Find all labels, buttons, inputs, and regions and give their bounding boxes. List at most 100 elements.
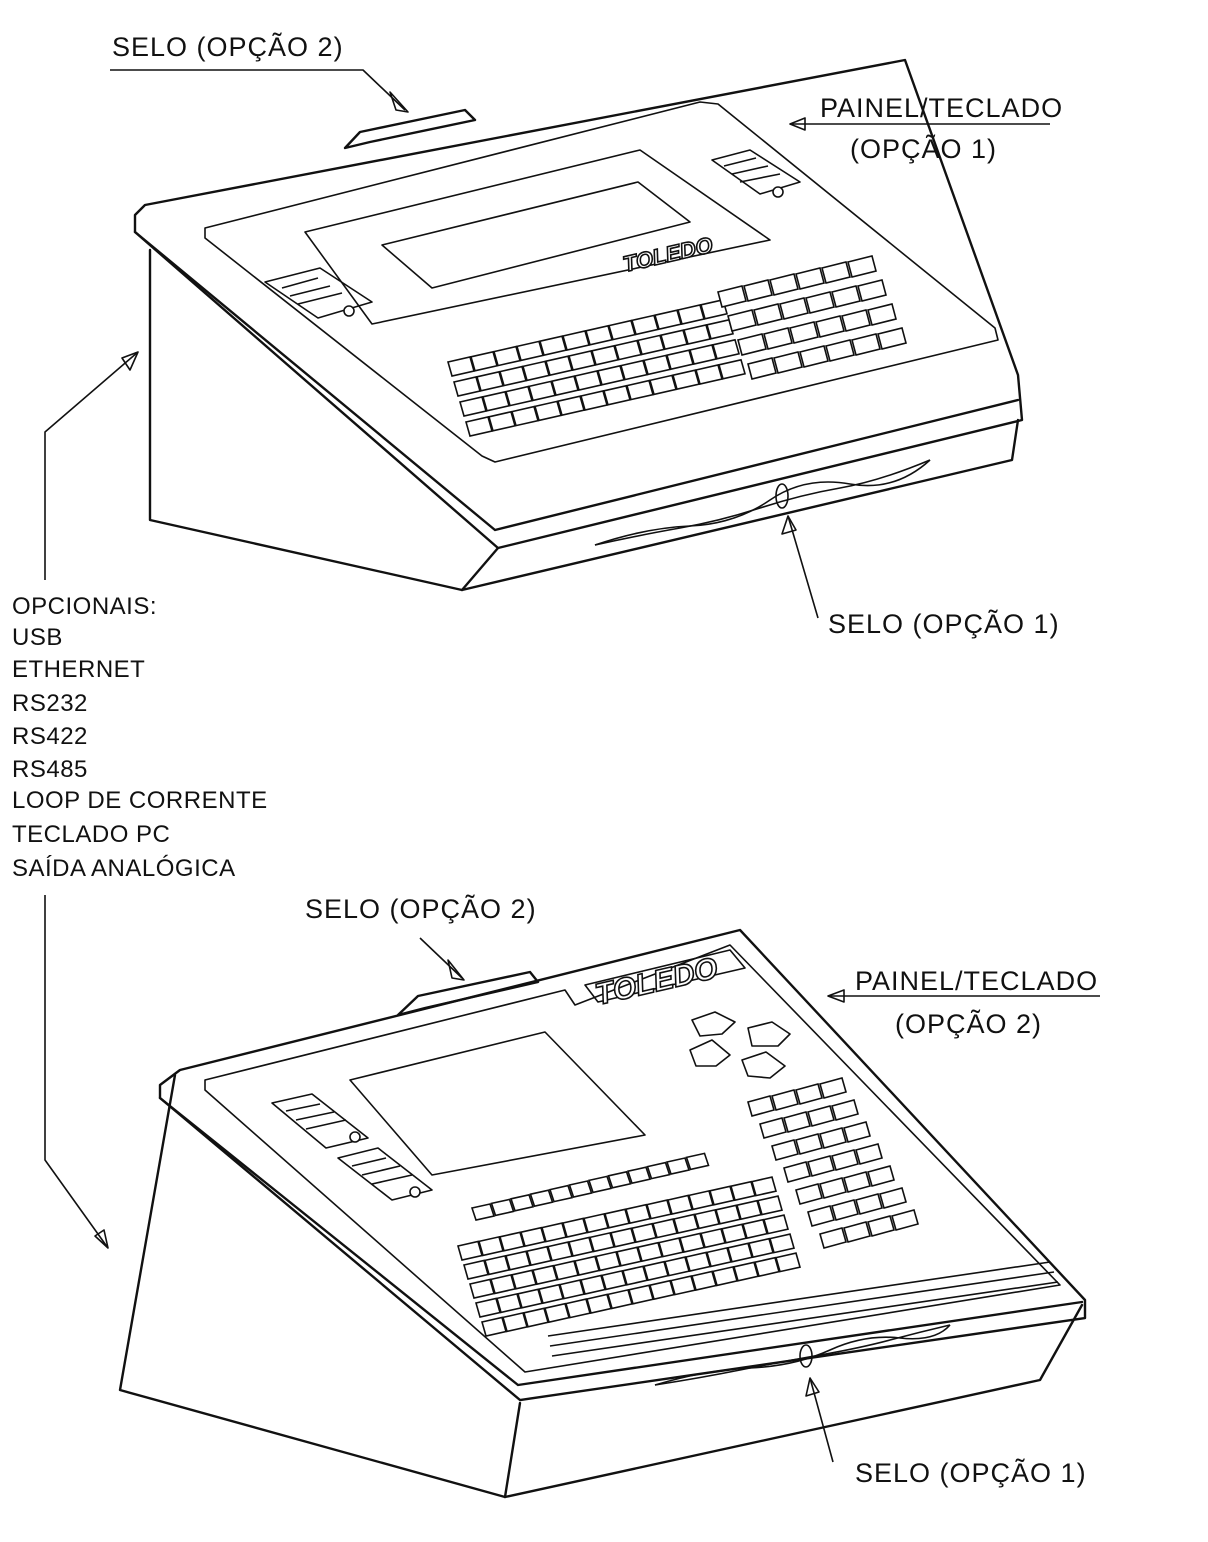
keyboard-key bbox=[573, 1255, 601, 1276]
optionals-item: ETHERNET bbox=[12, 656, 145, 683]
keyboard-key bbox=[831, 1199, 859, 1221]
keyboard-key bbox=[805, 291, 835, 314]
keyboard-key bbox=[663, 1256, 691, 1277]
keyboard-key bbox=[648, 374, 678, 396]
keyboard-key bbox=[556, 395, 586, 417]
keyboard-key bbox=[538, 335, 568, 357]
optionals-item: RS485 bbox=[12, 756, 88, 783]
terminal-top-panel bbox=[204, 101, 999, 463]
keyboard-key bbox=[573, 370, 603, 391]
keyboard-key bbox=[831, 1099, 859, 1121]
keyboard-key bbox=[558, 1279, 586, 1300]
keyboard-key bbox=[685, 1152, 710, 1171]
callout-arrowhead bbox=[805, 1377, 820, 1397]
keyboard-key bbox=[587, 1175, 613, 1194]
keyboard-key bbox=[711, 338, 741, 360]
keyboard-key bbox=[714, 1204, 742, 1225]
keyboard-key bbox=[510, 405, 540, 427]
keyboard-key bbox=[819, 1227, 847, 1249]
keyboard-key bbox=[603, 1208, 631, 1229]
keyboard-key bbox=[807, 1105, 835, 1127]
keyboard-key bbox=[567, 1236, 595, 1257]
keyboard-key bbox=[529, 1189, 554, 1208]
terminal-bottom-panel bbox=[204, 944, 1061, 1373]
keyboard-key bbox=[480, 1316, 508, 1337]
optionals-title: OPCIONAIS: bbox=[12, 593, 157, 620]
terminal-top-keyboard bbox=[446, 255, 907, 437]
keyboard-key bbox=[821, 261, 851, 284]
terminal-top-housing-bottom bbox=[460, 418, 1020, 592]
optionals-item: RS232 bbox=[12, 690, 88, 717]
keyboard-key bbox=[819, 1127, 847, 1149]
callout-arrowhead bbox=[94, 1229, 109, 1249]
keyboard-key bbox=[548, 1184, 574, 1203]
keyboard-key bbox=[771, 1139, 799, 1161]
keyboard-key bbox=[735, 1199, 763, 1221]
keyboard-key bbox=[682, 324, 712, 345]
keyboard-key bbox=[584, 324, 614, 346]
keyboard-key bbox=[867, 1215, 895, 1237]
terminal-bottom-front-stripes bbox=[547, 1261, 1059, 1357]
keyboard-key bbox=[504, 385, 534, 407]
keyboard-key bbox=[743, 279, 773, 302]
keyboard-key bbox=[855, 1193, 883, 1215]
keyboard-key bbox=[756, 1195, 784, 1216]
keyboard-key bbox=[705, 1246, 733, 1268]
keyboard-key bbox=[510, 1269, 538, 1290]
keyboard-key bbox=[498, 365, 528, 387]
terminal-bottom-display bbox=[349, 1031, 646, 1176]
keyboard-key bbox=[843, 1121, 871, 1143]
keyboard-key bbox=[561, 330, 591, 351]
terminal-top-seal-opcao2 bbox=[343, 108, 477, 150]
keyboard-key bbox=[487, 410, 517, 432]
keyboard-key bbox=[522, 1307, 550, 1328]
keyboard-key bbox=[474, 1297, 502, 1318]
keyboard-key bbox=[783, 1111, 811, 1133]
terminal-top-housing-left bbox=[148, 248, 500, 592]
keyboard-key bbox=[732, 1261, 760, 1282]
keyboard-key bbox=[851, 333, 881, 356]
optionals-item: RS422 bbox=[12, 723, 88, 750]
keyboard-key bbox=[789, 321, 819, 344]
label-painel-teclado-bottom: PAINEL/TECLADO bbox=[855, 966, 1098, 996]
keyboard-key bbox=[671, 369, 701, 391]
keyboard-key bbox=[624, 1203, 652, 1225]
keyboard-key bbox=[607, 319, 637, 341]
terminal-bottom: TOLEDO bbox=[118, 928, 1087, 1499]
keyboard-key bbox=[847, 255, 877, 278]
keyboard-key bbox=[891, 1209, 919, 1231]
keyboard-key bbox=[855, 1143, 883, 1165]
terminal-bottom-seal-lead bbox=[799, 1344, 813, 1368]
terminal-bottom-brand-bezel bbox=[584, 949, 746, 1003]
keyboard-key bbox=[636, 1241, 664, 1263]
keyboard-key bbox=[550, 375, 580, 397]
keyboard-key bbox=[705, 318, 735, 340]
keyboard-key bbox=[857, 279, 887, 302]
keyboard-key bbox=[585, 1293, 613, 1314]
keyboard-key bbox=[665, 1157, 691, 1175]
keyboard-key bbox=[672, 1213, 700, 1234]
terminal-top-face bbox=[133, 58, 1024, 550]
callout-lines bbox=[44, 69, 1100, 1463]
keyboard-key bbox=[531, 1264, 559, 1286]
keyboard-key bbox=[807, 1205, 835, 1227]
keyboard-key bbox=[489, 1273, 517, 1295]
keyboard-key bbox=[501, 1311, 529, 1333]
keyboard-key bbox=[795, 1133, 823, 1155]
callout-selo-opcao1-bottom bbox=[809, 1377, 834, 1463]
terminal-top-front-edge bbox=[133, 230, 1020, 532]
keyboard-key bbox=[774, 1252, 802, 1273]
keyboard-key bbox=[515, 340, 545, 362]
optionals-item: USB bbox=[12, 624, 63, 651]
keyboard-key bbox=[588, 1231, 616, 1253]
keyboard-key bbox=[763, 327, 793, 350]
labels: SELO (OPÇÃO 2) PAINEL/TECLADO (OPÇÃO 1) … bbox=[12, 31, 1098, 1488]
keyboard-key bbox=[843, 1171, 871, 1193]
keyboard-key bbox=[516, 1288, 544, 1309]
keyboard-key bbox=[483, 1254, 511, 1276]
keyboard-key bbox=[867, 303, 897, 326]
keyboard-key bbox=[831, 285, 861, 308]
keyboard-key bbox=[552, 1260, 580, 1281]
keyboard-key bbox=[521, 360, 551, 382]
